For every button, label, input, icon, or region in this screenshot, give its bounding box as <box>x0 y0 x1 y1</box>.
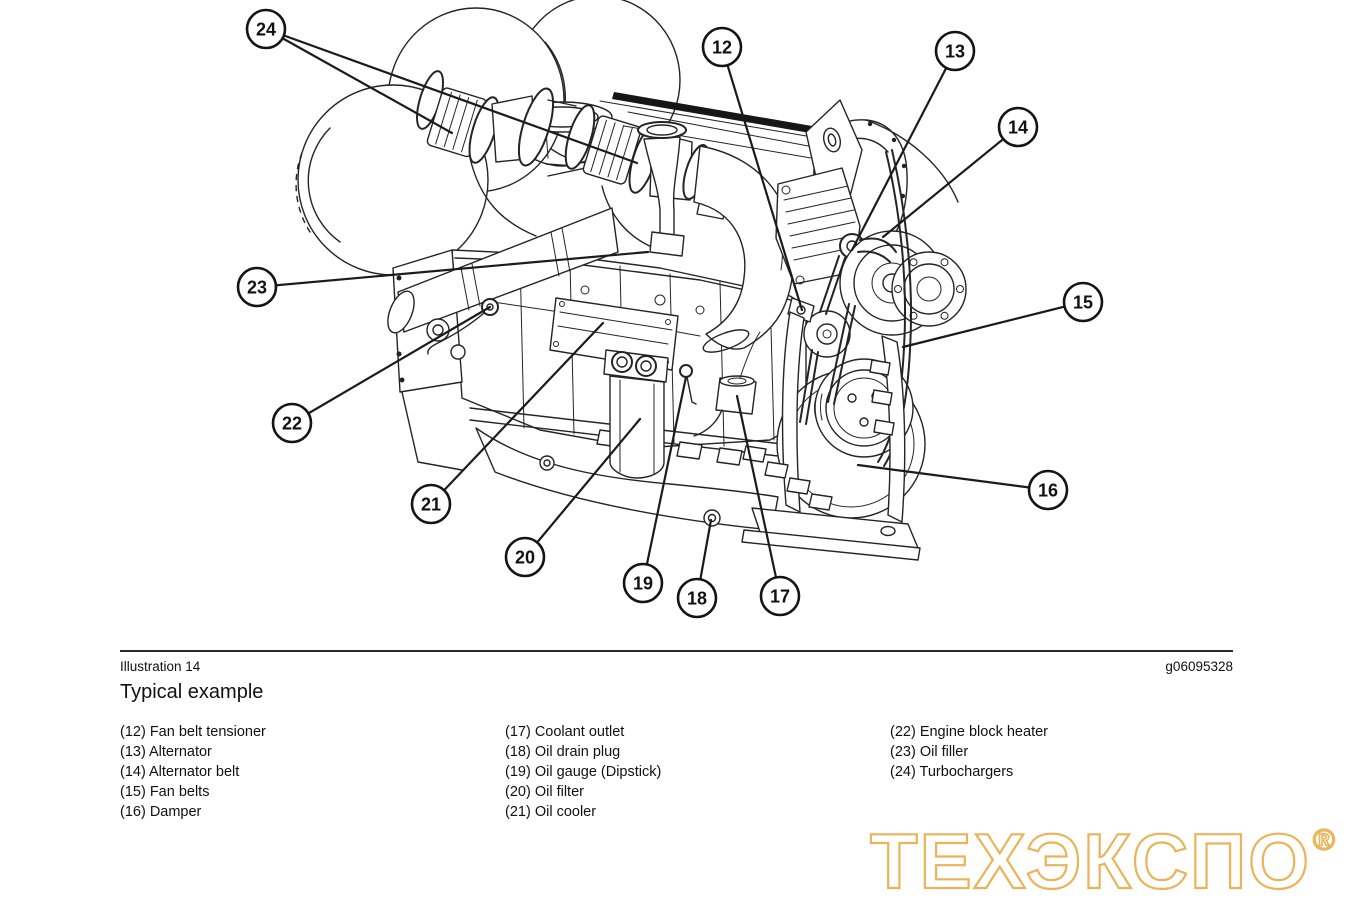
caption-row: Illustration 14 g06095328 <box>120 659 1233 674</box>
callout-17: 17 <box>759 575 801 617</box>
legend-item: (20) Oil filter <box>505 784 584 800</box>
svg-text:16: 16 <box>1038 481 1058 501</box>
leader-line-19 <box>641 375 688 585</box>
legend-item: (13) Alternator <box>120 744 212 760</box>
callout-23: 23 <box>236 266 278 308</box>
leader-line-21 <box>429 321 605 506</box>
leader-line-14 <box>881 125 1020 239</box>
legend-column-3: (22) Engine block heater (23) Oil filler… <box>890 722 1245 822</box>
charge-air-pipe <box>387 207 619 334</box>
leader-line-24 <box>264 27 454 135</box>
svg-text:15: 15 <box>1073 293 1093 313</box>
callout-12: 12 <box>701 26 743 68</box>
callout-19: 19 <box>622 562 664 604</box>
support-stand <box>741 311 921 561</box>
legend-item: (15) Fan belts <box>120 784 210 800</box>
oil-filter <box>603 349 669 479</box>
legend-column-2: (17) Coolant outlet (18) Oil drain plug … <box>505 722 890 822</box>
legend-item: (21) Oil cooler <box>505 804 597 820</box>
leader-line-13 <box>850 49 957 252</box>
callout-13: 13 <box>934 30 976 72</box>
leader-line-23 <box>255 250 650 289</box>
leader-line-17 <box>735 394 782 598</box>
legend-item: (24) Turbochargers <box>890 764 1014 780</box>
oil-drain-plug <box>703 509 721 527</box>
svg-text:23: 23 <box>247 278 267 298</box>
callout-21: 21 <box>410 483 452 525</box>
svg-text:19: 19 <box>633 574 653 594</box>
callout-22: 22 <box>271 402 313 444</box>
figure-title: Typical example <box>120 681 264 703</box>
callout-24: 24 <box>245 8 287 50</box>
idler-pulley <box>803 310 851 358</box>
legend-item: (12) Fan belt tensioner <box>120 724 266 740</box>
oil-dipstick <box>679 364 697 405</box>
engine-diagram: 12 13 14 15 16 17 18 19 20 21 22 23 24 <box>236 0 1104 619</box>
callout-14: 14 <box>997 106 1039 148</box>
legend-item: (16) Damper <box>120 804 202 820</box>
legend-column-1: (12) Fan belt tensioner (13) Alternator … <box>120 722 505 822</box>
svg-text:12: 12 <box>712 38 732 58</box>
callout-15: 15 <box>1062 281 1104 323</box>
svg-text:21: 21 <box>421 495 441 515</box>
leader-line-16 <box>856 463 1050 492</box>
oil-cooler <box>549 297 679 371</box>
leader-line-24 <box>264 27 639 165</box>
svg-text:18: 18 <box>687 589 707 609</box>
caption-divider <box>120 650 1233 652</box>
callout-18: 18 <box>676 577 718 619</box>
illustration-label: Illustration 14 <box>120 659 201 674</box>
legend-item: (18) Oil drain plug <box>505 744 621 760</box>
legend-item: (17) Coolant outlet <box>505 724 625 740</box>
leader-line-20 <box>523 417 642 559</box>
parts-legend: (12) Fan belt tensioner (13) Alternator … <box>120 722 1245 822</box>
oil-filler-tube <box>637 121 687 257</box>
registered-trademark-icon: ® <box>1312 824 1336 857</box>
svg-text:20: 20 <box>515 548 535 568</box>
leader-line-22 <box>290 305 492 425</box>
legend-item: (14) Alternator belt <box>120 764 240 780</box>
techexpo-watermark: ТЕХЭКСПО® <box>869 821 1336 901</box>
svg-text:22: 22 <box>282 414 302 434</box>
svg-text:14: 14 <box>1008 118 1028 138</box>
legend-item: (19) Oil gauge (Dipstick) <box>505 764 662 780</box>
leader-line-12 <box>720 45 804 312</box>
svg-text:17: 17 <box>770 587 790 607</box>
callout-20: 20 <box>504 536 546 578</box>
legend-item: (23) Oil filler <box>890 744 969 760</box>
leader-line-15 <box>901 300 1085 349</box>
engine-mounts <box>742 445 833 511</box>
svg-text:13: 13 <box>945 42 965 62</box>
figure-id: g06095328 <box>1165 659 1233 674</box>
watermark-text: ТЕХЭКСПО <box>869 817 1311 905</box>
legend-item: (22) Engine block heater <box>890 724 1048 740</box>
svg-text:24: 24 <box>256 20 276 40</box>
engine-line-art: 12 13 14 15 16 17 18 19 20 21 22 23 24 <box>236 0 1104 619</box>
callout-16: 16 <box>1027 469 1069 511</box>
callout-layer: 12 13 14 15 16 17 18 19 20 21 22 23 24 <box>236 8 1104 619</box>
